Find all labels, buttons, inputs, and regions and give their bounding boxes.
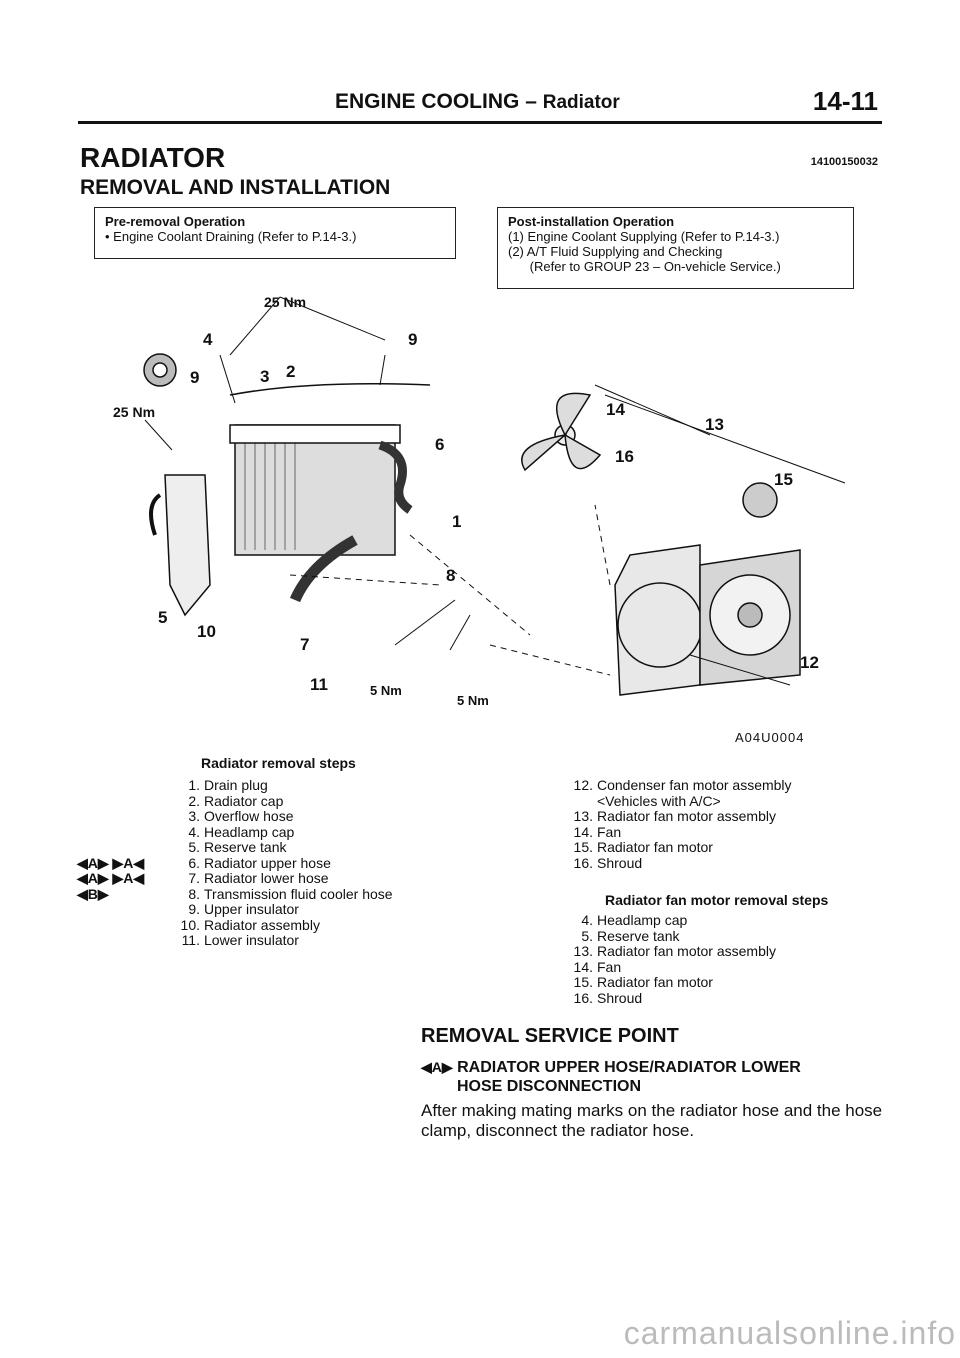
pre-removal-item: • Engine Coolant Draining (Refer to P.14…	[105, 229, 357, 244]
page-number: 14-11	[812, 86, 878, 116]
overflow-hose-shape	[149, 493, 162, 536]
service-point-mark: ◀A▶	[421, 1059, 453, 1075]
list-item: 2.Radiator cap	[188, 792, 284, 809]
list-item: 5.Reserve tank	[188, 839, 287, 855]
reserve-tank-shape	[164, 474, 211, 617]
list-item: <Vehicles with A/C>	[597, 792, 721, 809]
callout-16: 16	[615, 447, 634, 466]
radiator-top-tank-shape	[229, 424, 401, 444]
post-installation-item: (1) Engine Coolant Supplying (Refer to P…	[508, 229, 780, 244]
list-item: 14.Fan	[573, 823, 622, 840]
callout-15: 15	[774, 470, 793, 489]
fan-removal-list: 4.Headlamp cap 5.Reserve tank 13.Radiato…	[565, 912, 776, 1006]
callout-8: 8	[446, 566, 455, 585]
fan-shape	[521, 392, 602, 472]
list-item: ◀A▶ ▶A◀7.Radiator lower hose	[77, 870, 329, 886]
callout-1: 1	[452, 512, 461, 531]
radiator-core-shape	[234, 424, 396, 556]
list-item: 4.Headlamp cap	[581, 912, 688, 928]
list-item: ◀A▶ ▶A◀6.Radiator upper hose	[77, 854, 331, 871]
watermark: carmanualsonline.info	[623, 1315, 956, 1351]
shroud-shape	[614, 544, 701, 696]
service-point-mark: ◀A▶ ▶A◀	[77, 870, 145, 886]
torque-label-left: 25 Nm	[113, 404, 155, 420]
post-installation-heading: Post-installation Operation	[508, 214, 675, 229]
callout-5: 5	[158, 608, 167, 627]
list-item: 16.Shroud	[573, 989, 643, 1006]
header-title-separator: –	[519, 90, 543, 113]
post-installation-item: (Refer to GROUP 23 – On-vehicle Service.…	[508, 259, 781, 274]
list-item: 13.Radiator fan motor assembly	[573, 808, 776, 824]
list-item: 1.Drain plug	[188, 777, 268, 793]
callout-3: 3	[260, 367, 269, 386]
pre-removal-heading: Pre-removal Operation	[105, 214, 246, 229]
torque-label-bottom-a: 5 Nm	[370, 683, 402, 698]
list-item: 10.Radiator assembly	[180, 916, 320, 933]
list-item: ◀B▶8.Transmission fluid cooler hose	[77, 885, 393, 902]
fan-removal-title: Radiator fan motor removal steps	[605, 892, 829, 908]
section-subtitle: REMOVAL AND INSTALLATION	[80, 176, 391, 199]
service-point-mark: ◀B▶	[77, 885, 109, 902]
list-item: 11.Lower insulator	[181, 932, 299, 948]
torque-label-top: 25 Nm	[264, 294, 306, 310]
removal-steps-title: Radiator removal steps	[201, 755, 356, 771]
list-item: 3.Overflow hose	[188, 808, 294, 824]
header-title-sub: Radiator	[542, 92, 620, 113]
lower-hose-shape	[289, 535, 358, 603]
post-installation-item: (2) A/T Fluid Supplying and Checking	[508, 244, 723, 259]
radiator-exploded-diagram: 25 Nm 25 Nm 5 Nm 5 Nm 1 2 3 4 5 6 7 8 9 …	[113, 294, 846, 708]
upper-insulator-shape	[229, 383, 431, 396]
list-item: 13.Radiator fan motor assembly	[573, 943, 776, 959]
callout-2: 2	[286, 362, 295, 381]
list-item: 5.Reserve tank	[581, 927, 680, 944]
service-point-title: REMOVAL SERVICE POINT	[421, 1025, 679, 1047]
list-item: 9.Upper insulator	[188, 901, 299, 917]
callout-12: 12	[800, 653, 819, 672]
callout-9b: 9	[408, 330, 417, 349]
post-installation-box: Post-installation Operation (1) Engine C…	[497, 207, 854, 289]
service-point-mark: ◀A▶ ▶A◀	[77, 854, 145, 871]
torque-label-bottom-b: 5 Nm	[457, 693, 489, 708]
list-item: 16.Shroud	[573, 854, 643, 871]
callout-6: 6	[435, 435, 444, 454]
callout-9a: 9	[190, 368, 199, 387]
service-point-subheading: ◀A▶ RADIATOR UPPER HOSE/RADIATOR LOWER H…	[421, 1059, 801, 1095]
header-title: ENGINE COOLING – Radiator	[335, 90, 620, 114]
list-item: 12.Condenser fan motor assembly	[573, 777, 792, 793]
figure-code: A04U0004	[735, 730, 805, 745]
list-item: 14.Fan	[573, 958, 622, 975]
list-item: 15.Radiator fan motor	[573, 839, 713, 855]
removal-steps-list: 1.Drain plug 2.Radiator cap 3.Overflow h…	[77, 777, 393, 949]
list-item: 15.Radiator fan motor	[573, 974, 713, 990]
pre-removal-box: Pre-removal Operation • Engine Coolant D…	[94, 207, 456, 259]
callout-7: 7	[300, 635, 309, 654]
header-title-main: ENGINE COOLING	[335, 90, 520, 113]
callout-11: 11	[310, 675, 328, 694]
service-point-body: After making mating marks on the radiato…	[421, 1101, 883, 1140]
fan-parts-list: 12.Condenser fan motor assembly <Vehicle…	[565, 777, 792, 871]
section-code: 14100150032	[810, 156, 878, 168]
callout-10: 10	[197, 622, 216, 641]
list-item: 4.Headlamp cap	[188, 823, 295, 840]
upper-hose-shape	[378, 440, 413, 514]
callout-14: 14	[606, 400, 625, 419]
callout-13: 13	[705, 415, 724, 434]
callout-4: 4	[203, 330, 213, 349]
header-rule	[78, 121, 882, 124]
section-title: RADIATOR	[80, 142, 226, 173]
radiator-fan-motor-shape	[742, 482, 778, 518]
